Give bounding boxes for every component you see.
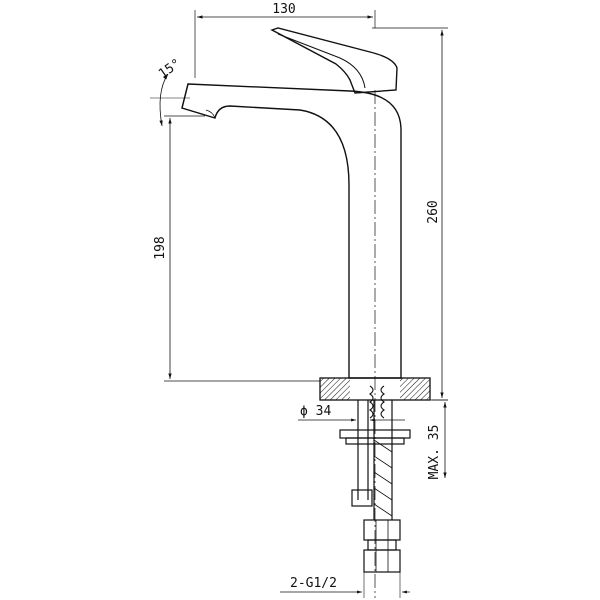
dim-base-diameter-label: ϕ 34	[300, 404, 331, 419]
faucet-body	[181, 83, 402, 379]
dimension-width: 130	[194, 2, 376, 78]
dimension-max-thickness: MAX. 35	[412, 399, 448, 480]
dimension-connection: 2-G1/2	[280, 572, 410, 598]
hose-fittings	[363, 519, 401, 573]
handle-lever	[270, 27, 398, 94]
dimension-height-spout: 198	[153, 115, 320, 382]
dim-angle-label: 15°	[156, 56, 184, 82]
dim-width-label: 130	[272, 2, 295, 17]
flex-hoses	[373, 400, 393, 520]
mounting-assembly	[339, 385, 411, 507]
dimension-base-diameter: ϕ 34	[298, 404, 405, 422]
deck-plate	[319, 377, 431, 401]
dim-height-spout-label: 198	[153, 236, 168, 259]
dimension-angle: 15°	[150, 56, 190, 127]
dimension-height-total: 260	[372, 27, 448, 401]
dim-height-total-label: 260	[426, 200, 441, 223]
dim-max-thickness-label: MAX. 35	[427, 425, 442, 480]
dim-connection-label: 2-G1/2	[290, 576, 337, 591]
